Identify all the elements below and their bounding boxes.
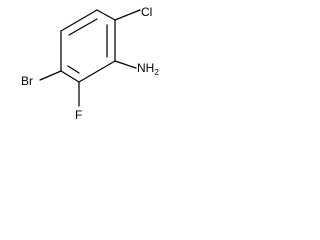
ring-bond-c4-c5 <box>78 60 116 83</box>
amine-nh-text: NH <box>137 61 154 75</box>
bromine-label: Br <box>21 74 33 88</box>
ring-bond-c2-c3 <box>96 9 116 21</box>
bond-to-bromine <box>39 70 62 81</box>
amine-subscript: 2 <box>154 68 159 77</box>
amine-label: NH2 <box>137 61 159 77</box>
bond-to-chlorine <box>114 9 141 21</box>
fluorine-label: F <box>75 108 82 122</box>
ring-bond-c5-c6 <box>60 70 80 83</box>
inner-double-bond-lower-left <box>67 65 80 74</box>
molecule-structure: Cl NH2 F Br <box>21 5 159 122</box>
bond-to-amine <box>114 60 137 69</box>
chlorine-label: Cl <box>141 5 152 19</box>
inner-double-bond-top <box>68 18 98 36</box>
ring-bond-c1-c2 <box>60 9 98 32</box>
